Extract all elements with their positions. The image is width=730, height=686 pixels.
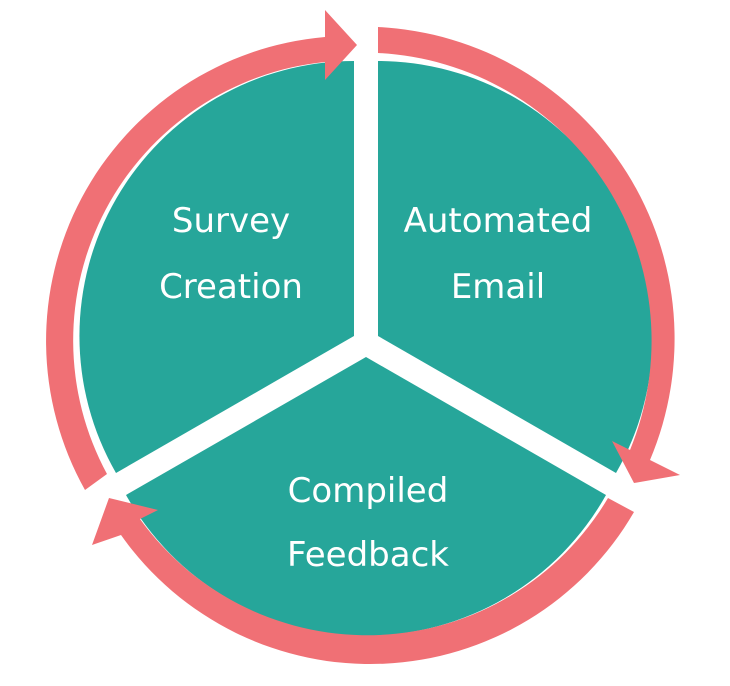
segment-automated-email bbox=[378, 61, 653, 473]
segment-survey-creation bbox=[79, 61, 354, 473]
label-survey-line2: Creation bbox=[159, 267, 303, 307]
arrow-right bbox=[378, 27, 680, 483]
label-email-line2: Email bbox=[451, 267, 545, 307]
label-feedback-line2: Feedback bbox=[287, 535, 449, 575]
arrow-bottom bbox=[92, 498, 634, 665]
label-survey-line1: Survey bbox=[172, 201, 290, 241]
label-feedback-line1: Compiled bbox=[288, 471, 449, 511]
segment-compiled-feedback bbox=[126, 357, 606, 636]
label-email-line1: Automated bbox=[404, 201, 593, 241]
arrow-top-left bbox=[46, 10, 358, 490]
